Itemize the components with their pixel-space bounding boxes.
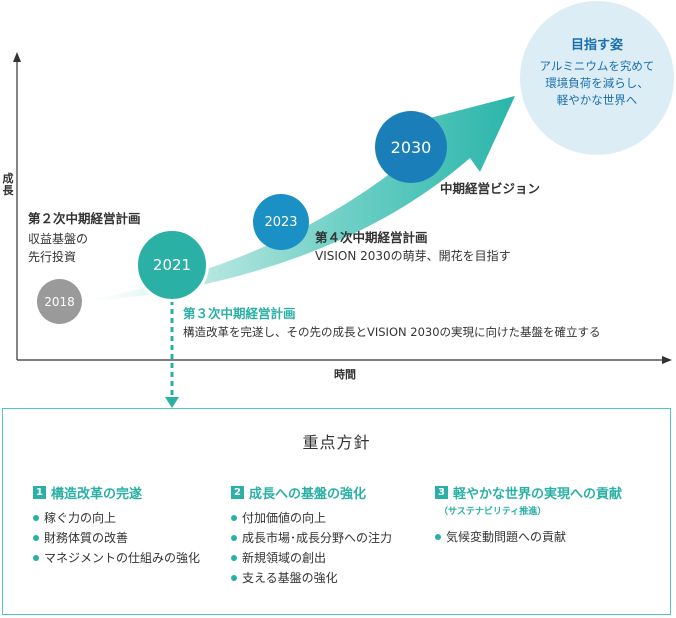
policy3-subtitle: （サステナビリティ推進）	[439, 507, 547, 517]
policy1-heading: 1 構造改革の完遂	[33, 483, 142, 502]
x-axis-arrowhead	[662, 356, 672, 364]
connector-arrowhead	[165, 397, 179, 408]
list-item: 付加価値の向上	[231, 508, 392, 528]
plan4-title: 第４次中期経営計画	[315, 230, 428, 245]
milestone-2023-label: 2023	[264, 214, 298, 230]
policy3-list: 気候変動問題への貢献	[435, 527, 566, 547]
policy2-title: 成長への基盤の強化	[249, 487, 367, 502]
plan2-title: 第２次中期経営計画	[28, 211, 141, 226]
policy3-heading: 3 軽やかな世界の実現への貢献	[435, 483, 622, 502]
policy3-title: 軽やかな世界の実現への貢献	[453, 487, 623, 502]
policy3-number: 3	[435, 486, 448, 499]
growth-arrow	[82, 96, 515, 303]
plan2-line2: 先行投資	[28, 250, 77, 264]
list-item: 財務体質の改善	[33, 528, 200, 548]
list-item: 稼ぐ力の向上	[33, 508, 200, 528]
x-axis-label: 時間	[334, 368, 356, 381]
policy2-heading: 2 成長への基盤の強化	[231, 483, 366, 502]
plan2-block: 第２次中期経営計画 収益基盤の 先行投資	[28, 208, 141, 266]
list-item: マネジメントの仕組みの強化	[33, 548, 200, 568]
goal-title: 目指す姿	[570, 38, 623, 53]
goal-block: 目指す姿 アルミニウムを究めて 環境負荷を減らし、 軽やかな世界へ	[524, 34, 670, 109]
milestone-2030: 2030	[375, 111, 447, 183]
milestone-2030-label: 2030	[390, 137, 432, 157]
milestone-2021-label: 2021	[152, 256, 192, 274]
y-axis-arrowhead	[13, 52, 21, 62]
policy1-title: 構造改革の完遂	[51, 487, 143, 502]
plan4-desc: VISION 2030の萌芽、開花を目指す	[315, 249, 511, 263]
list-item: 気候変動問題への貢献	[435, 527, 566, 547]
plan3-block: 第３次中期経営計画 構造改革を完遂し、その先の成長とVISION 2030の実現…	[183, 303, 601, 341]
goal-bubble	[520, 1, 674, 155]
policy2-number: 2	[231, 486, 244, 499]
milestone-2018-label: 2018	[44, 294, 75, 309]
goal-line3: 軽やかな世界へ	[556, 93, 638, 107]
policy1-list: 稼ぐ力の向上 財務体質の改善 マネジメントの仕組みの強化	[33, 508, 200, 568]
list-item: 成長市場･成長分野への注力	[231, 528, 392, 548]
goal-line1: アルミニウムを究めて	[539, 59, 655, 73]
milestone-2021: 2021	[135, 228, 209, 302]
list-item: 支える基盤の強化	[231, 568, 392, 588]
plan3-desc: 構造改革を完遂し、その先の成長とVISION 2030の実現に向けた基盤を確立す…	[183, 325, 601, 339]
policy1-number: 1	[33, 486, 46, 499]
plan3-title: 第３次中期経営計画	[183, 306, 296, 321]
plan4-block: 第４次中期経営計画 VISION 2030の萌芽、開花を目指す	[315, 227, 511, 265]
goal-line2: 環境負荷を減らし、	[545, 76, 649, 90]
vision-title: 中期経営ビジョン	[440, 181, 541, 196]
plan2-line1: 収益基盤の	[28, 232, 89, 246]
milestone-2018: 2018	[37, 279, 82, 324]
milestone-2023: 2023	[253, 194, 309, 250]
policy-box-title: 重点方針	[302, 433, 371, 452]
policy2-list: 付加価値の向上 成長市場･成長分野への注力 新規領域の創出 支える基盤の強化	[231, 508, 392, 588]
list-item: 新規領域の創出	[231, 548, 392, 568]
policy-box: 重点方針 1 構造改革の完遂 稼ぐ力の向上 財務体質の改善 マネジメントの仕組み…	[2, 408, 671, 615]
y-axis-label: 成長	[2, 172, 14, 197]
